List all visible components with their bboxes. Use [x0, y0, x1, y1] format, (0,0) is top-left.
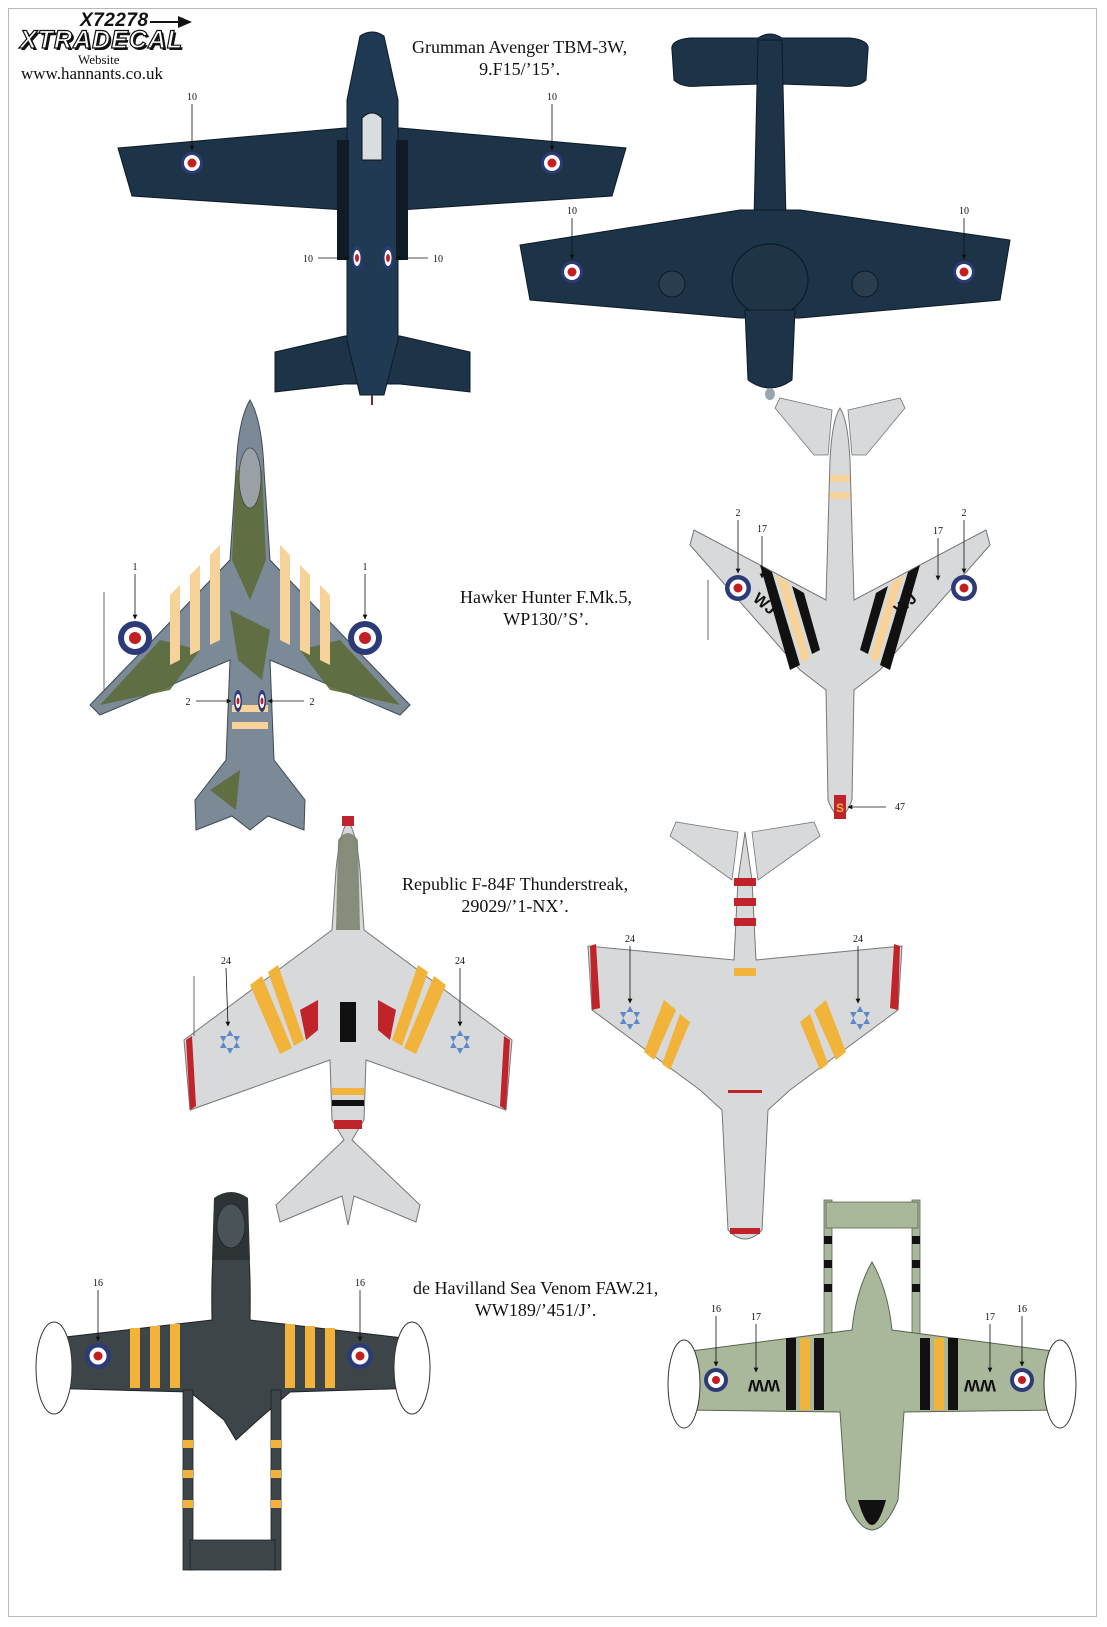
- invasion-stripes: [786, 1236, 958, 1410]
- invasion-stripes: [250, 965, 446, 1129]
- decal-callout: 1: [133, 562, 138, 573]
- hunter-fin-letter: S: [836, 801, 844, 815]
- hunter-roundel: [234, 690, 242, 712]
- hunter-upper: [89, 399, 411, 831]
- decal-callout: 16: [93, 1278, 103, 1289]
- hunter-title: Hawker Hunter F.Mk.5, WP130/’S’.: [460, 586, 632, 630]
- hunter-roundel: [258, 690, 266, 712]
- decal-callout: 47: [895, 802, 905, 813]
- hunter-roundel: [951, 575, 977, 601]
- venom-roundel: [85, 1343, 111, 1369]
- venom-underside: WW WW: [667, 1199, 1077, 1531]
- hunter-roundel: [348, 621, 382, 655]
- decal-callout: 17: [985, 1312, 995, 1323]
- avenger-underside: [117, 31, 627, 405]
- hunter-fin-marking: [834, 795, 846, 819]
- decal-callout: 16: [355, 1278, 365, 1289]
- leader-line: [225, 967, 231, 1027]
- avenger-upper: [519, 33, 1011, 400]
- decal-callout: 17: [933, 526, 943, 537]
- f84-title: Republic F-84F Thunderstreak, 29029/’1-N…: [402, 873, 628, 917]
- invasion-stripes: [170, 545, 330, 729]
- invasion-stripes: [130, 1324, 335, 1508]
- avenger-roundel: [541, 152, 563, 174]
- f84-underside: [587, 821, 903, 1240]
- decal-callout: 2: [736, 508, 741, 519]
- venom-roundel: [347, 1343, 373, 1369]
- decal-callout: 10: [303, 254, 313, 265]
- decal-callout: 10: [187, 92, 197, 103]
- product-code: X72278: [80, 10, 149, 31]
- venom-wing-code: WW: [747, 1376, 780, 1395]
- decal-callout: 10: [567, 206, 577, 217]
- decal-callout: 2: [186, 697, 191, 708]
- venom-title: de Havilland Sea Venom FAW.21, WW189/’45…: [413, 1277, 658, 1321]
- hunter-name: Hawker Hunter F.Mk.5,: [460, 587, 633, 607]
- decal-callout: 24: [221, 956, 231, 967]
- decal-callout: 10: [959, 206, 969, 217]
- avenger-roundel: [181, 152, 203, 174]
- f84-name: Republic F-84F Thunderstreak,: [402, 874, 629, 894]
- invasion-stripes: [760, 565, 920, 670]
- decal-callout: 16: [711, 1304, 721, 1315]
- venom-serial: WW189/’451/J’.: [474, 1300, 597, 1320]
- logo-arrow-icon: [150, 16, 192, 28]
- avenger-roundel: [561, 261, 583, 283]
- venom-roundel: [704, 1368, 728, 1392]
- sheet-border: [8, 8, 1097, 1617]
- decal-callout: 24: [853, 934, 863, 945]
- avenger-name: Grumman Avenger TBM-3W,: [412, 37, 628, 57]
- venom-wing-code: WW: [963, 1376, 996, 1395]
- hunter-underside: WJ WJ S: [689, 397, 991, 819]
- star-of-david-icon: [850, 1006, 870, 1030]
- brand-logo: XTRADECAL: [19, 25, 184, 54]
- hunter-roundel: [725, 575, 751, 601]
- venom-name: de Havilland Sea Venom FAW.21,: [413, 1278, 659, 1298]
- decal-callout: 2: [310, 697, 315, 708]
- f84-serial: 29029/’1-NX’.: [461, 896, 569, 916]
- star-of-david-icon: [620, 1006, 640, 1030]
- venom-upper: [35, 1192, 431, 1571]
- decal-callout: 24: [625, 934, 635, 945]
- avenger-roundel: [953, 261, 975, 283]
- decal-callout: 16: [1017, 1304, 1027, 1315]
- website-link[interactable]: www.hannants.co.uk: [21, 64, 163, 83]
- avenger-title: Grumman Avenger TBM-3W, 9.F15/’15’.: [412, 36, 627, 80]
- website-label: Website: [78, 52, 120, 67]
- avenger-roundel: [352, 246, 362, 270]
- venom-roundel: [1010, 1368, 1034, 1392]
- decal-callout: 2: [962, 508, 967, 519]
- decal-callout: 10: [547, 92, 557, 103]
- decal-callout: 10: [433, 254, 443, 265]
- avenger-roundel: [383, 246, 393, 270]
- decal-callout: 1: [363, 562, 368, 573]
- star-of-david-icon: [450, 1030, 470, 1054]
- avenger-serial: 9.F15/’15’.: [479, 59, 561, 79]
- invasion-stripes: [644, 878, 846, 1234]
- decal-callout: 17: [757, 524, 767, 535]
- hunter-serial: WP130/’S’.: [503, 609, 589, 629]
- f84-upper: [183, 816, 513, 1226]
- hunter-roundel: [118, 621, 152, 655]
- decal-callout: 24: [455, 956, 465, 967]
- decal-callout: 17: [751, 1312, 761, 1323]
- star-of-david-icon: [220, 1030, 240, 1054]
